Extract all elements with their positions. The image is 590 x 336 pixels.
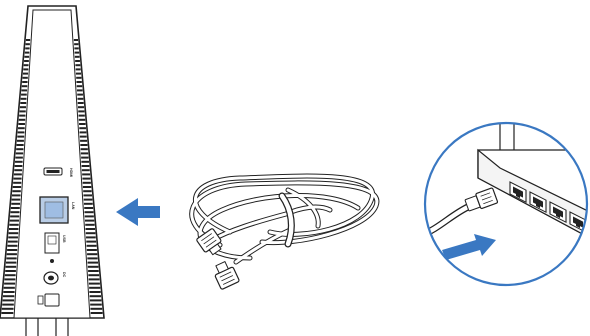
vent-fins-left	[1, 39, 31, 314]
cable-tie	[278, 192, 295, 248]
rj45-plug-lower	[214, 261, 240, 290]
device-rear-view: HDMI LAN USB DC	[0, 5, 105, 336]
usb-port: USB	[44, 232, 66, 254]
usb-label: USB	[62, 235, 66, 243]
lan-port: LAN	[39, 196, 75, 224]
arrow-left-icon	[116, 198, 160, 226]
device-back-panel	[13, 9, 91, 319]
ethernet-cable-plugged	[425, 187, 499, 240]
closeup-circle-border	[423, 121, 589, 287]
vent-fins-right	[73, 39, 103, 314]
router-lan-port	[549, 201, 567, 223]
lan-label: LAN	[71, 202, 75, 210]
ethernet-cable-coil	[189, 173, 380, 290]
reset-pinhole	[50, 259, 54, 263]
rj45-plug-upper	[196, 228, 222, 256]
dc-label: DC	[62, 272, 66, 278]
power-button	[37, 293, 60, 307]
router-closeup	[423, 121, 589, 287]
arrow-right-icon	[442, 234, 496, 260]
hdmi-label: HDMI	[69, 168, 73, 177]
hdmi-port: HDMI	[43, 167, 73, 177]
device-stand	[25, 318, 69, 336]
router-lan-port	[509, 181, 527, 203]
dc-power-jack: DC	[43, 271, 66, 285]
router-lan-port	[529, 191, 547, 213]
router-lan-ports	[509, 181, 587, 233]
